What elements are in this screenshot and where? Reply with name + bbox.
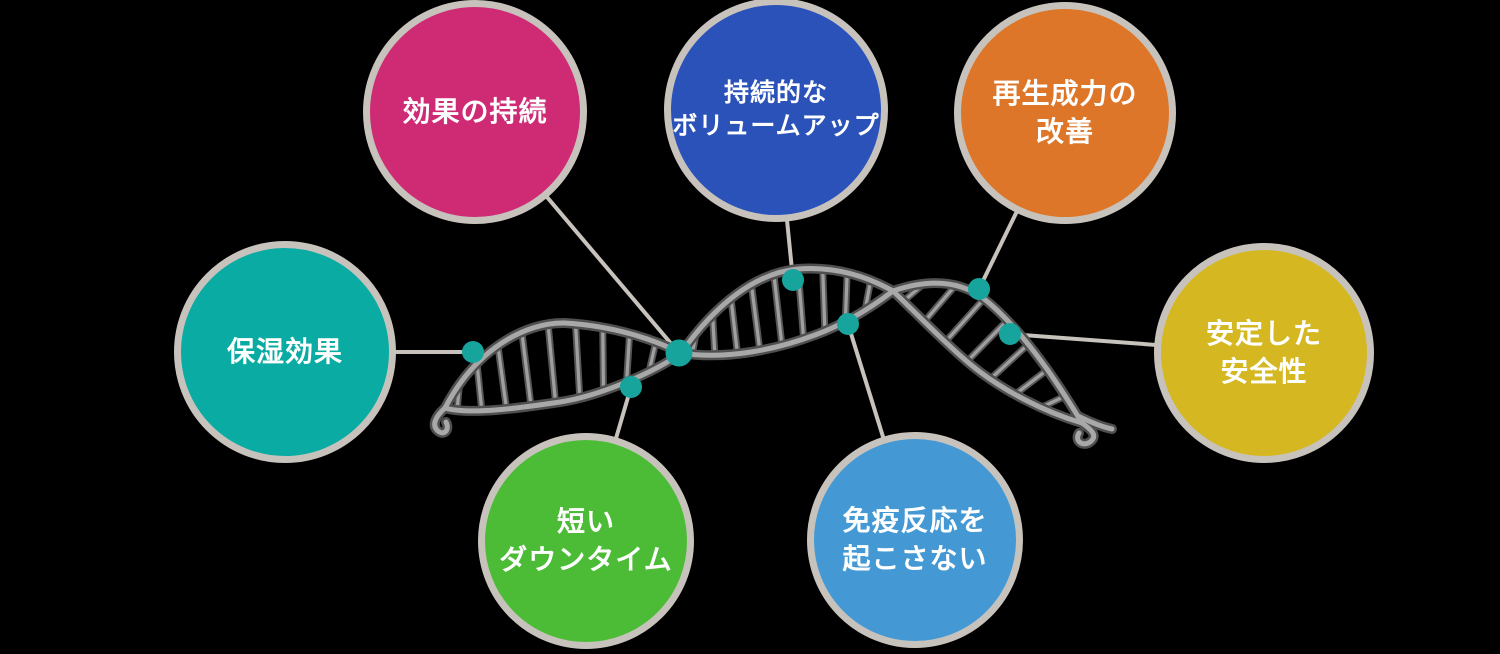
anchor-dot bbox=[665, 339, 693, 367]
anchor-dot bbox=[620, 376, 642, 398]
bubble-sustained-volume-up-label: 持続的な ボリュームアップ bbox=[672, 78, 880, 141]
bubble-stable-safety: 安定した 安全性 bbox=[1154, 243, 1374, 463]
anchor-dot bbox=[999, 323, 1021, 345]
anchor-dot bbox=[968, 278, 990, 300]
bubble-no-immune-reaction-label: 免疫反応を 起こさない bbox=[842, 505, 988, 574]
anchor-dots bbox=[462, 269, 1021, 398]
bubble-regeneration-improvement: 再生成力の 改善 bbox=[954, 2, 1176, 224]
bubble-effect-persistence-label: 効果の持続 bbox=[402, 96, 548, 128]
bubble-stable-safety-label: 安定した 安全性 bbox=[1205, 318, 1322, 387]
bubble-regeneration-improvement-label: 再生成力の 改善 bbox=[992, 78, 1138, 147]
anchor-dot bbox=[837, 313, 859, 335]
anchor-dot bbox=[462, 341, 484, 363]
anchor-dot bbox=[782, 269, 804, 291]
bubble-short-downtime-label: 短い ダウンタイム bbox=[499, 506, 673, 575]
bubble-no-immune-reaction: 免疫反応を 起こさない bbox=[807, 432, 1023, 648]
bubble-effect-persistence: 効果の持続 bbox=[363, 0, 587, 224]
bubble-moisturizing-effect-label: 保湿効果 bbox=[226, 336, 343, 368]
bubble-short-downtime: 短い ダウンタイム bbox=[478, 433, 694, 649]
bubble-sustained-volume-up: 持続的な ボリュームアップ bbox=[664, 0, 888, 222]
bubble-moisturizing-effect: 保湿効果 bbox=[174, 241, 396, 463]
